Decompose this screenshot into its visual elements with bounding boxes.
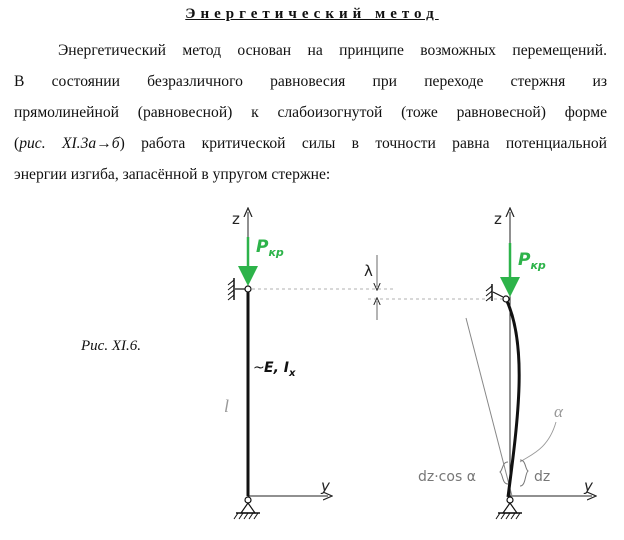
right-y-label: y — [583, 477, 594, 495]
paragraph-line-5: энергии изгиба, запасённой в упругом сте… — [14, 166, 331, 183]
left-figure: z y Pкр — [224, 210, 331, 520]
dz-label: dz — [534, 469, 550, 485]
left-top-wall-hatch — [227, 279, 235, 301]
paragraph-line-4-open: ( — [14, 135, 20, 152]
displacement-dimension: λ — [252, 255, 506, 320]
left-y-label: y — [320, 477, 331, 495]
deflected-column — [504, 298, 521, 498]
right-z-label: z — [494, 210, 502, 228]
right-bottom-support — [495, 496, 522, 520]
figure-reference: рис. XI.3а→б — [19, 135, 120, 152]
paragraph-line-1: Энергетический метод основан на принципе… — [58, 42, 607, 59]
section-heading: Энергетический метод — [185, 6, 439, 22]
left-stiffness-label: E, Ix — [264, 360, 296, 379]
left-tilde: ~ — [253, 360, 265, 376]
left-bottom-support — [233, 496, 260, 520]
figure-caption: Рис. XI.6. — [81, 338, 141, 354]
left-force-label: Pкр — [256, 237, 284, 259]
alpha-leader — [519, 421, 557, 463]
right-top-hinge — [502, 295, 510, 303]
dz-cos-alpha-label: dz·cos α — [418, 469, 476, 485]
lambda-label: λ — [364, 262, 373, 280]
paragraph-line-3: прямолинейной (равновесной) к слабоизогн… — [14, 104, 607, 121]
left-brace — [499, 461, 509, 485]
paragraph-line-4: (рис. XI.3а→б) работа критической силы в… — [14, 134, 607, 154]
right-figure: z y Pк — [418, 210, 594, 520]
left-length-label: l — [224, 396, 229, 416]
paragraph-line-2: В состоянии безразличного равновесия при… — [14, 73, 607, 90]
alpha-label: α — [554, 402, 564, 421]
right-force-label: Pкр — [518, 250, 546, 272]
tangent-line — [465, 317, 513, 497]
left-z-label: z — [232, 210, 240, 228]
left-top-hinge — [244, 285, 252, 293]
paragraph-line-4-rest: ) работа критической силы в точности рав… — [119, 135, 607, 152]
right-brace — [519, 459, 529, 487]
